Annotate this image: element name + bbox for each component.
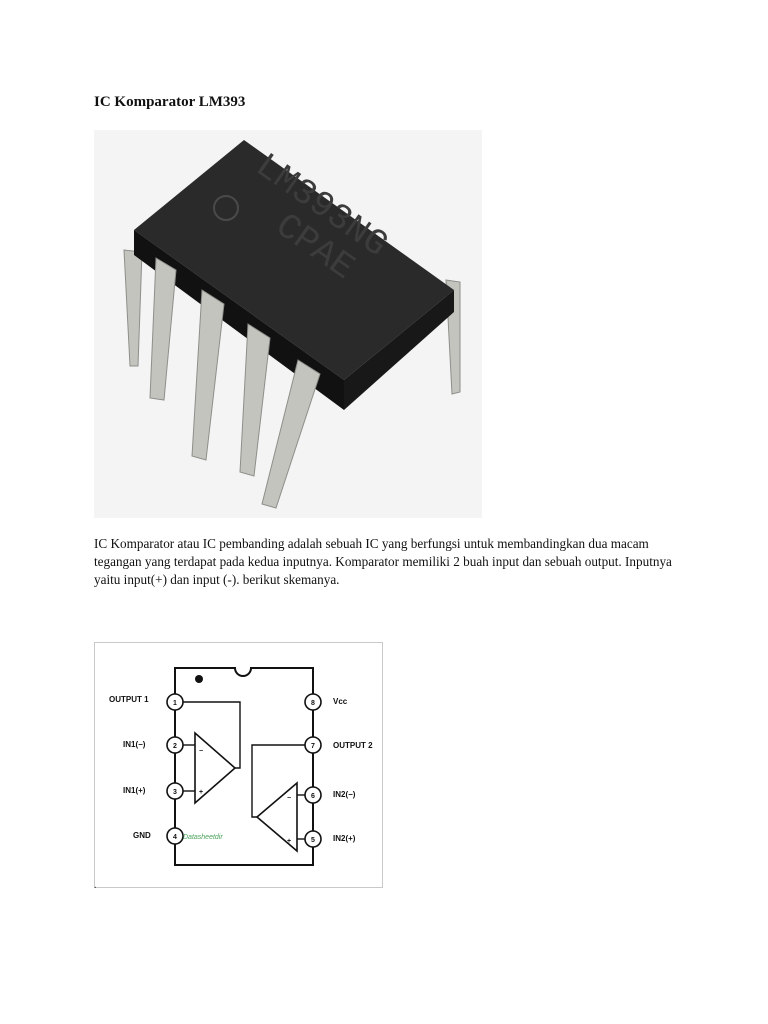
- pin-5-label: IN2(+): [333, 834, 356, 843]
- comparator-1-plus: +: [199, 789, 203, 796]
- ic-chip-illustration: LM393NG CPAE: [94, 130, 482, 518]
- comparator-1-symbol: [194, 731, 237, 805]
- pin-6-number: 6: [311, 793, 315, 800]
- pin-8-label: Vcc: [333, 697, 348, 706]
- ic-chip-photo: LM393NG CPAE: [94, 130, 482, 518]
- stray-mark: .: [94, 880, 97, 891]
- pin-4-label: GND: [133, 831, 151, 840]
- pin-1-label: OUTPUT 1: [109, 695, 149, 704]
- pin-2-label: IN1(−): [123, 740, 146, 749]
- pin-2-number: 2: [173, 743, 177, 750]
- pin-1-number: 1: [173, 700, 177, 707]
- datasheet-watermark: Datasheetdir: [183, 834, 223, 841]
- pin-4-number: 4: [173, 834, 177, 841]
- pinout-schematic: 1 2 3 4 5 6 7 8 OUTPUT 1 IN1(−) IN1(+) G…: [109, 667, 373, 866]
- pin-4-circle: [166, 827, 184, 845]
- pin-3-label: IN1(+): [123, 786, 146, 795]
- comparator-2-symbol: [255, 781, 298, 853]
- pin-7-label: OUTPUT 2: [333, 741, 373, 750]
- description-paragraph: IC Komparator atau IC pembanding adalah …: [94, 536, 672, 587]
- page-title: IC Komparator LM393: [94, 94, 246, 110]
- pin-7-number: 7: [311, 743, 315, 750]
- pin-5-number: 5: [311, 837, 315, 844]
- comparator-1-minus: −: [199, 748, 203, 755]
- comparator-2-plus: +: [287, 838, 291, 845]
- pin-8-number: 8: [311, 700, 315, 707]
- comparator-2-minus: −: [287, 795, 291, 802]
- pinout-diagram: 1 2 3 4 5 6 7 8 OUTPUT 1 IN1(−) IN1(+) G…: [94, 642, 383, 888]
- pin-6-label: IN2(−): [333, 790, 356, 799]
- pin1-marker-dot: [195, 675, 203, 683]
- pin-8-circle: [304, 693, 322, 711]
- pin-3-number: 3: [173, 789, 177, 796]
